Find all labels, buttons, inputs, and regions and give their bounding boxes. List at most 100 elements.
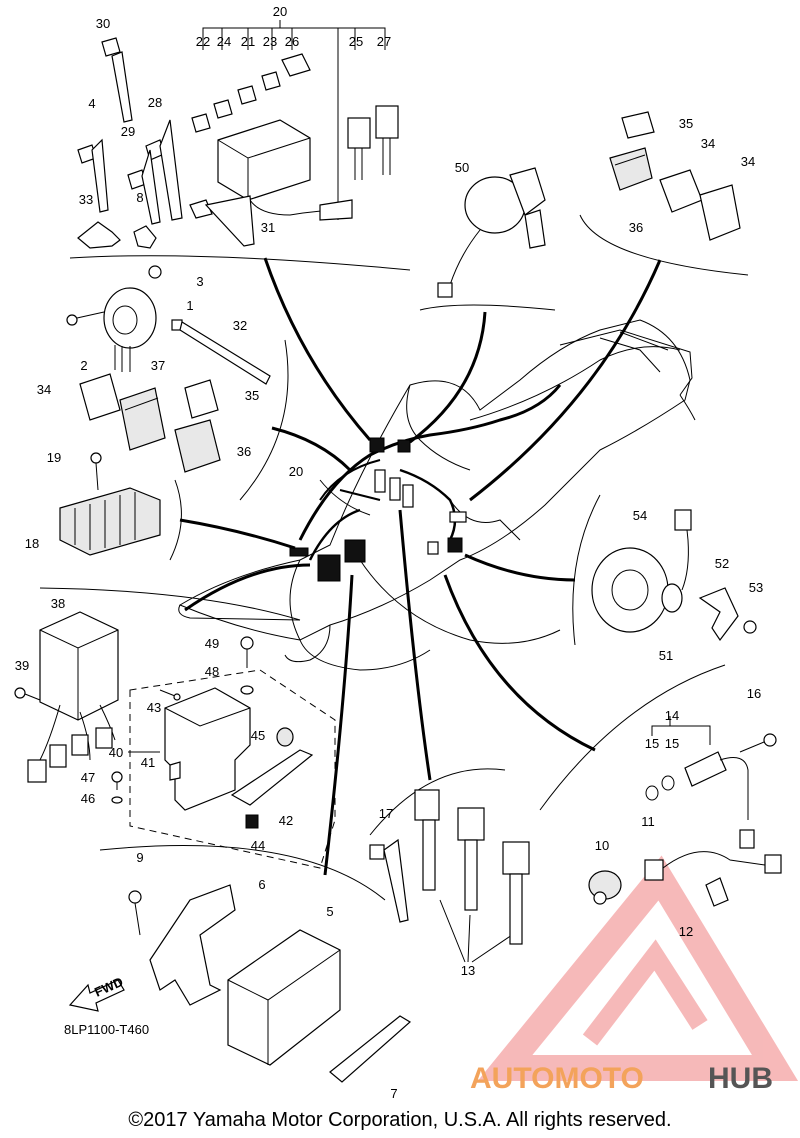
callout-51: 51: [659, 648, 673, 663]
cable-tie-17: [369, 838, 409, 923]
callout-28: 28: [148, 95, 162, 110]
copyright-notice: ©2017 Yamaha Motor Corporation, U.S.A. A…: [128, 1109, 671, 1131]
connector-11: [644, 851, 782, 881]
callout-46: 46: [81, 791, 95, 806]
ecu-5: [227, 929, 341, 1066]
callout-53: 53: [749, 580, 763, 595]
callout-54: 54: [633, 508, 647, 523]
callout-2: 2: [80, 358, 87, 373]
callout-44: 44: [251, 838, 265, 853]
fuse-21: [237, 85, 257, 105]
callout-25: 25: [349, 34, 363, 49]
callout-labels: 20 30 22 24 21 23 26 25 27 4 28 29 33 8 …: [15, 4, 763, 1101]
clamp-4: [77, 138, 109, 213]
callout-8: 8: [136, 190, 143, 205]
callout-42: 42: [279, 813, 293, 828]
o-ring-15-b: [661, 775, 675, 791]
relay-35-top: [621, 111, 655, 139]
callout-21: 21: [241, 34, 255, 49]
bracket-6: [149, 884, 236, 1006]
callout-43: 43: [147, 700, 161, 715]
sensor-10: [588, 870, 622, 905]
callout-37: 37: [151, 358, 165, 373]
ignition-coil-13-c: [502, 841, 530, 945]
callout-11: 11: [641, 814, 655, 829]
callout-36b: 36: [237, 444, 251, 459]
relay-36-mid: [174, 419, 221, 473]
callout-7: 7: [390, 1086, 397, 1101]
cable-tie-32: [171, 319, 271, 385]
cover-34-a: [659, 169, 703, 213]
callout-38: 38: [51, 596, 65, 611]
fuse-23: [261, 71, 281, 91]
fuse-26: [281, 53, 311, 77]
fwd-arrow-icon: [68, 979, 125, 1012]
callout-26: 26: [285, 34, 299, 49]
watermark-text-1: AUTOMOTO: [470, 1062, 644, 1095]
damper-45: [276, 727, 294, 747]
main-switch-50: [437, 167, 546, 298]
callout-12: 12: [679, 924, 693, 939]
callout-15a: 15: [645, 736, 659, 751]
callout-17: 17: [379, 806, 393, 821]
callout-18: 18: [25, 536, 39, 551]
callout-13: 13: [461, 963, 475, 978]
callout-41: 41: [141, 755, 155, 770]
nut-44: [245, 814, 259, 829]
callout-48: 48: [205, 664, 219, 679]
stay-42: [230, 749, 314, 806]
washer-48: [240, 685, 254, 695]
horn-1: [103, 265, 162, 372]
band-7: [329, 1015, 412, 1083]
callout-31: 31: [261, 220, 275, 235]
clamp-12: [705, 877, 729, 907]
relay-36-top: [609, 147, 653, 191]
control-unit-38: [27, 611, 119, 783]
callout-49: 49: [205, 636, 219, 651]
fuse-box-20: [189, 119, 353, 247]
bolt-39: [14, 687, 41, 701]
callout-34b: 34: [741, 154, 755, 169]
callout-35b: 35: [245, 388, 259, 403]
callout-39: 39: [15, 658, 29, 673]
watermark-logo: [477, 855, 799, 1081]
rotor-54: [591, 547, 669, 633]
clamp-29: [127, 149, 161, 225]
clamp-28: [145, 119, 183, 221]
callout-10: 10: [595, 838, 609, 853]
o-ring-15-a: [645, 785, 659, 801]
callout-22: 22: [196, 34, 210, 49]
relay-37: [119, 387, 166, 451]
callout-27: 27: [377, 34, 391, 49]
callout-34a: 34: [701, 136, 715, 151]
callout-29: 29: [121, 124, 135, 139]
pin-43: [159, 689, 181, 701]
callout-3: 3: [196, 274, 203, 289]
fuse-22: [191, 113, 211, 133]
callout-9: 9: [136, 850, 143, 865]
callout-15b: 15: [665, 736, 679, 751]
bolt-9: [128, 890, 142, 936]
callout-1: 1: [186, 298, 193, 313]
bracket-41: [164, 687, 251, 811]
callout-36a: 36: [629, 220, 643, 235]
callout-35a: 35: [679, 116, 693, 131]
clamp-8: [133, 225, 157, 249]
callout-45: 45: [251, 728, 265, 743]
ignition-coil-13-b: [457, 807, 485, 911]
callout-16: 16: [747, 686, 761, 701]
cover-34-b: [699, 184, 741, 241]
callout-4: 4: [88, 96, 95, 111]
sensor-51: [661, 509, 692, 613]
holder-33: [77, 221, 121, 249]
callout-5: 5: [326, 904, 333, 919]
callout-40: 40: [109, 745, 123, 760]
relay-35-mid: [184, 379, 219, 419]
callout-50: 50: [455, 160, 469, 175]
main-wire-harness: [289, 384, 562, 582]
nut-53: [743, 620, 757, 634]
bracket-52: [698, 587, 739, 642]
callout-14: 14: [665, 708, 679, 723]
